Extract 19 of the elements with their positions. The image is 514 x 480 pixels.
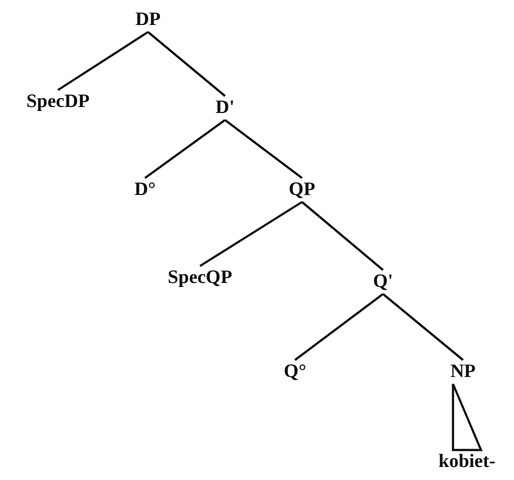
tree-branch [294, 293, 384, 361]
tree-branch [382, 293, 464, 361]
tree-node-label: Q' [372, 272, 394, 292]
tree-branch [301, 201, 384, 271]
tree-node-label: SpecDP [25, 92, 91, 112]
tree-branch [199, 201, 303, 267]
tree-node-label: QP [288, 180, 316, 200]
tree-node-label: SpecQP [166, 268, 234, 288]
tree-node-label: D' [214, 98, 236, 118]
tree-node-label: NP [449, 362, 477, 382]
tree-branch [147, 31, 226, 97]
tree-node-label: kobiet- [438, 452, 496, 472]
triangle-branch [452, 382, 483, 452]
tree-branch [224, 119, 303, 179]
tree-node-label: D° [133, 180, 157, 200]
tree-node-label: Q° [282, 362, 308, 382]
tree-branch [144, 119, 226, 179]
tree-branch [57, 31, 149, 91]
tree-node-label: DP [134, 10, 162, 30]
